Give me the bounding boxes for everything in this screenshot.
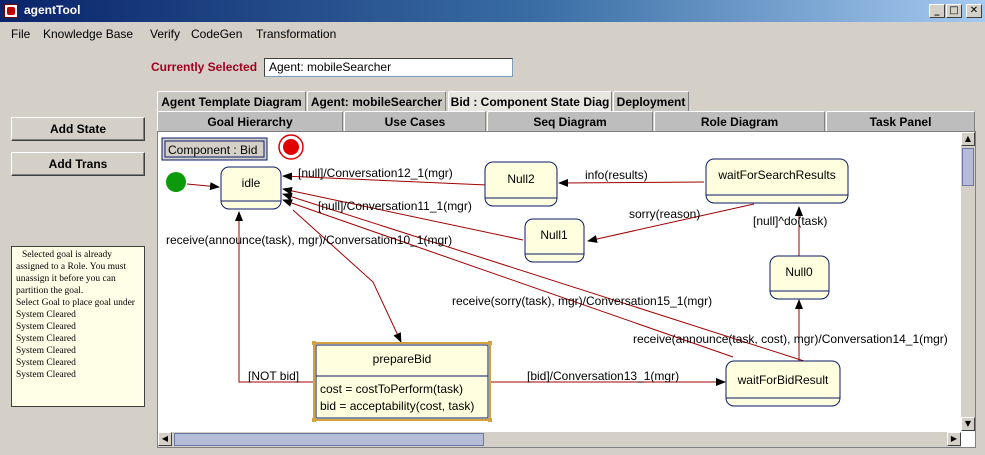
state-null1[interactable] — [524, 218, 585, 263]
transition-null1-idle[interactable] — [282, 186, 524, 241]
transition-preparebid-idle[interactable] — [235, 211, 314, 383]
label-t8: receive(announce(task, cost), mgr)/Conve… — [633, 332, 948, 346]
preparebid-action-1: cost = costToPerform(task) — [320, 382, 463, 396]
start-state[interactable] — [166, 172, 186, 192]
menu-codegen[interactable]: CodeGen — [191, 27, 243, 41]
log-entry: Select Goal to place goal under — [16, 298, 135, 308]
currently-selected-field[interactable]: Agent: mobileSearcher — [264, 58, 513, 77]
label-t9: [NOT bid] — [248, 369, 299, 383]
label-t7: receive(sorry(task), mgr)/Conversation15… — [452, 294, 712, 308]
transition-idle-preparebid[interactable] — [292, 209, 402, 343]
label-t6: receive(announce(task), mgr)/Conversatio… — [166, 233, 452, 247]
log-entry: System Cleared — [16, 370, 76, 380]
close-button[interactable]: ✕ — [966, 4, 982, 18]
tab-use-cases[interactable]: Use Cases — [344, 111, 486, 131]
maximize-button[interactable]: □ — [946, 4, 962, 18]
transition-waitbid-idle-announce[interactable] — [282, 192, 805, 362]
state-null0-label: Null0 — [785, 265, 813, 279]
label-t4: sorry(reason) — [629, 207, 700, 221]
log-entry: Selected goal is already assigned to a R… — [16, 250, 127, 296]
add-state-button[interactable]: Add State — [11, 117, 145, 141]
minimize-button[interactable]: _ — [929, 4, 945, 18]
component-label-box[interactable] — [161, 137, 268, 161]
state-wait-for-bid-result[interactable] — [725, 360, 841, 407]
component-label: Component : Bid — [168, 143, 257, 157]
vertical-scroll-thumb[interactable] — [962, 148, 974, 186]
tab-deployment[interactable]: Deployment — [613, 91, 689, 111]
state-diagram: [null]/Conversation12_1(mgr) info(result… — [161, 134, 948, 422]
tab-task-panel[interactable]: Task Panel — [826, 111, 975, 131]
preparebid-action-2: bid = acceptability(cost, task) — [320, 399, 474, 413]
state-preparebid-label: prepareBid — [373, 352, 432, 366]
tab-seq-diagram[interactable]: Seq Diagram — [487, 111, 653, 131]
scroll-left-arrow-icon[interactable]: ◀ — [158, 432, 172, 446]
menu-file[interactable]: File — [11, 27, 31, 41]
scroll-down-arrow-icon[interactable]: ▼ — [961, 417, 975, 431]
state-idle[interactable] — [220, 166, 282, 210]
log-entry: System Cleared — [16, 322, 76, 332]
window-title: agentTool — [24, 3, 81, 17]
title-bar: agentTool _ □ ✕ — [0, 0, 985, 22]
label-t3: [null]/Conversation11_1(mgr) — [318, 199, 472, 213]
start-transition[interactable] — [186, 182, 220, 191]
scroll-up-arrow-icon[interactable]: ▲ — [961, 132, 975, 146]
menu-knowledge-base[interactable]: Knowledge Base — [43, 27, 134, 41]
log-entry: System Cleared — [16, 346, 76, 356]
tab-goal-hierarchy[interactable]: Goal Hierarchy — [157, 111, 343, 131]
state-idle-label: idle — [242, 176, 261, 190]
label-t2: info(results) — [585, 168, 648, 182]
transition-null2-idle[interactable] — [282, 172, 488, 186]
add-trans-button[interactable]: Add Trans — [11, 152, 145, 176]
log-entry: System Cleared — [16, 310, 76, 320]
menu-verify[interactable]: Verify — [150, 27, 181, 41]
message-log: Selected goal is already assigned to a R… — [11, 246, 145, 407]
tab-bid-component-state-diag[interactable]: Bid : Component State Diag — [448, 91, 612, 111]
state-null2[interactable] — [484, 161, 558, 207]
vertical-scrollbar[interactable]: ▲ ▼ — [961, 132, 975, 431]
menu-bar: File Knowledge Base Verify CodeGen Trans… — [0, 22, 985, 45]
horizontal-scroll-thumb[interactable] — [174, 433, 484, 446]
log-entry: System Cleared — [16, 358, 76, 368]
scroll-right-arrow-icon[interactable]: ▶ — [947, 432, 961, 446]
label-t1: [null]/Conversation12_1(mgr) — [298, 166, 453, 180]
state-null0[interactable] — [769, 255, 830, 300]
label-t10: [bid]/Conversation13_1(mgr) — [527, 369, 679, 383]
state-null1-label: Null1 — [540, 228, 568, 242]
transition-wait-null1[interactable] — [587, 203, 755, 243]
state-null2-label: Null2 — [507, 172, 535, 186]
tab-agent-template-diagram[interactable]: Agent Template Diagram — [157, 91, 306, 111]
state-wait-search-label: waitForSearchResults — [717, 168, 835, 182]
diagram-canvas[interactable]: [null]/Conversation12_1(mgr) info(result… — [157, 131, 976, 448]
app-icon — [4, 4, 18, 18]
state-wait-for-search-results[interactable] — [705, 158, 849, 204]
label-t5: [null]^do(task) — [753, 214, 827, 228]
transition-wait-null2[interactable] — [558, 178, 705, 187]
menu-transformation[interactable]: Transformation — [256, 27, 337, 41]
tab-role-diagram[interactable]: Role Diagram — [654, 111, 825, 131]
transition-waitbid-idle-sorry[interactable] — [282, 199, 734, 358]
state-wait-bid-label: waitForBidResult — [737, 373, 829, 387]
log-entry: System Cleared — [16, 334, 76, 344]
tab-agent-mobilesearcher[interactable]: Agent: mobileSearcher — [307, 91, 446, 111]
currently-selected-label: Currently Selected — [151, 60, 258, 74]
horizontal-scrollbar[interactable]: ◀ ▶ — [158, 432, 961, 447]
